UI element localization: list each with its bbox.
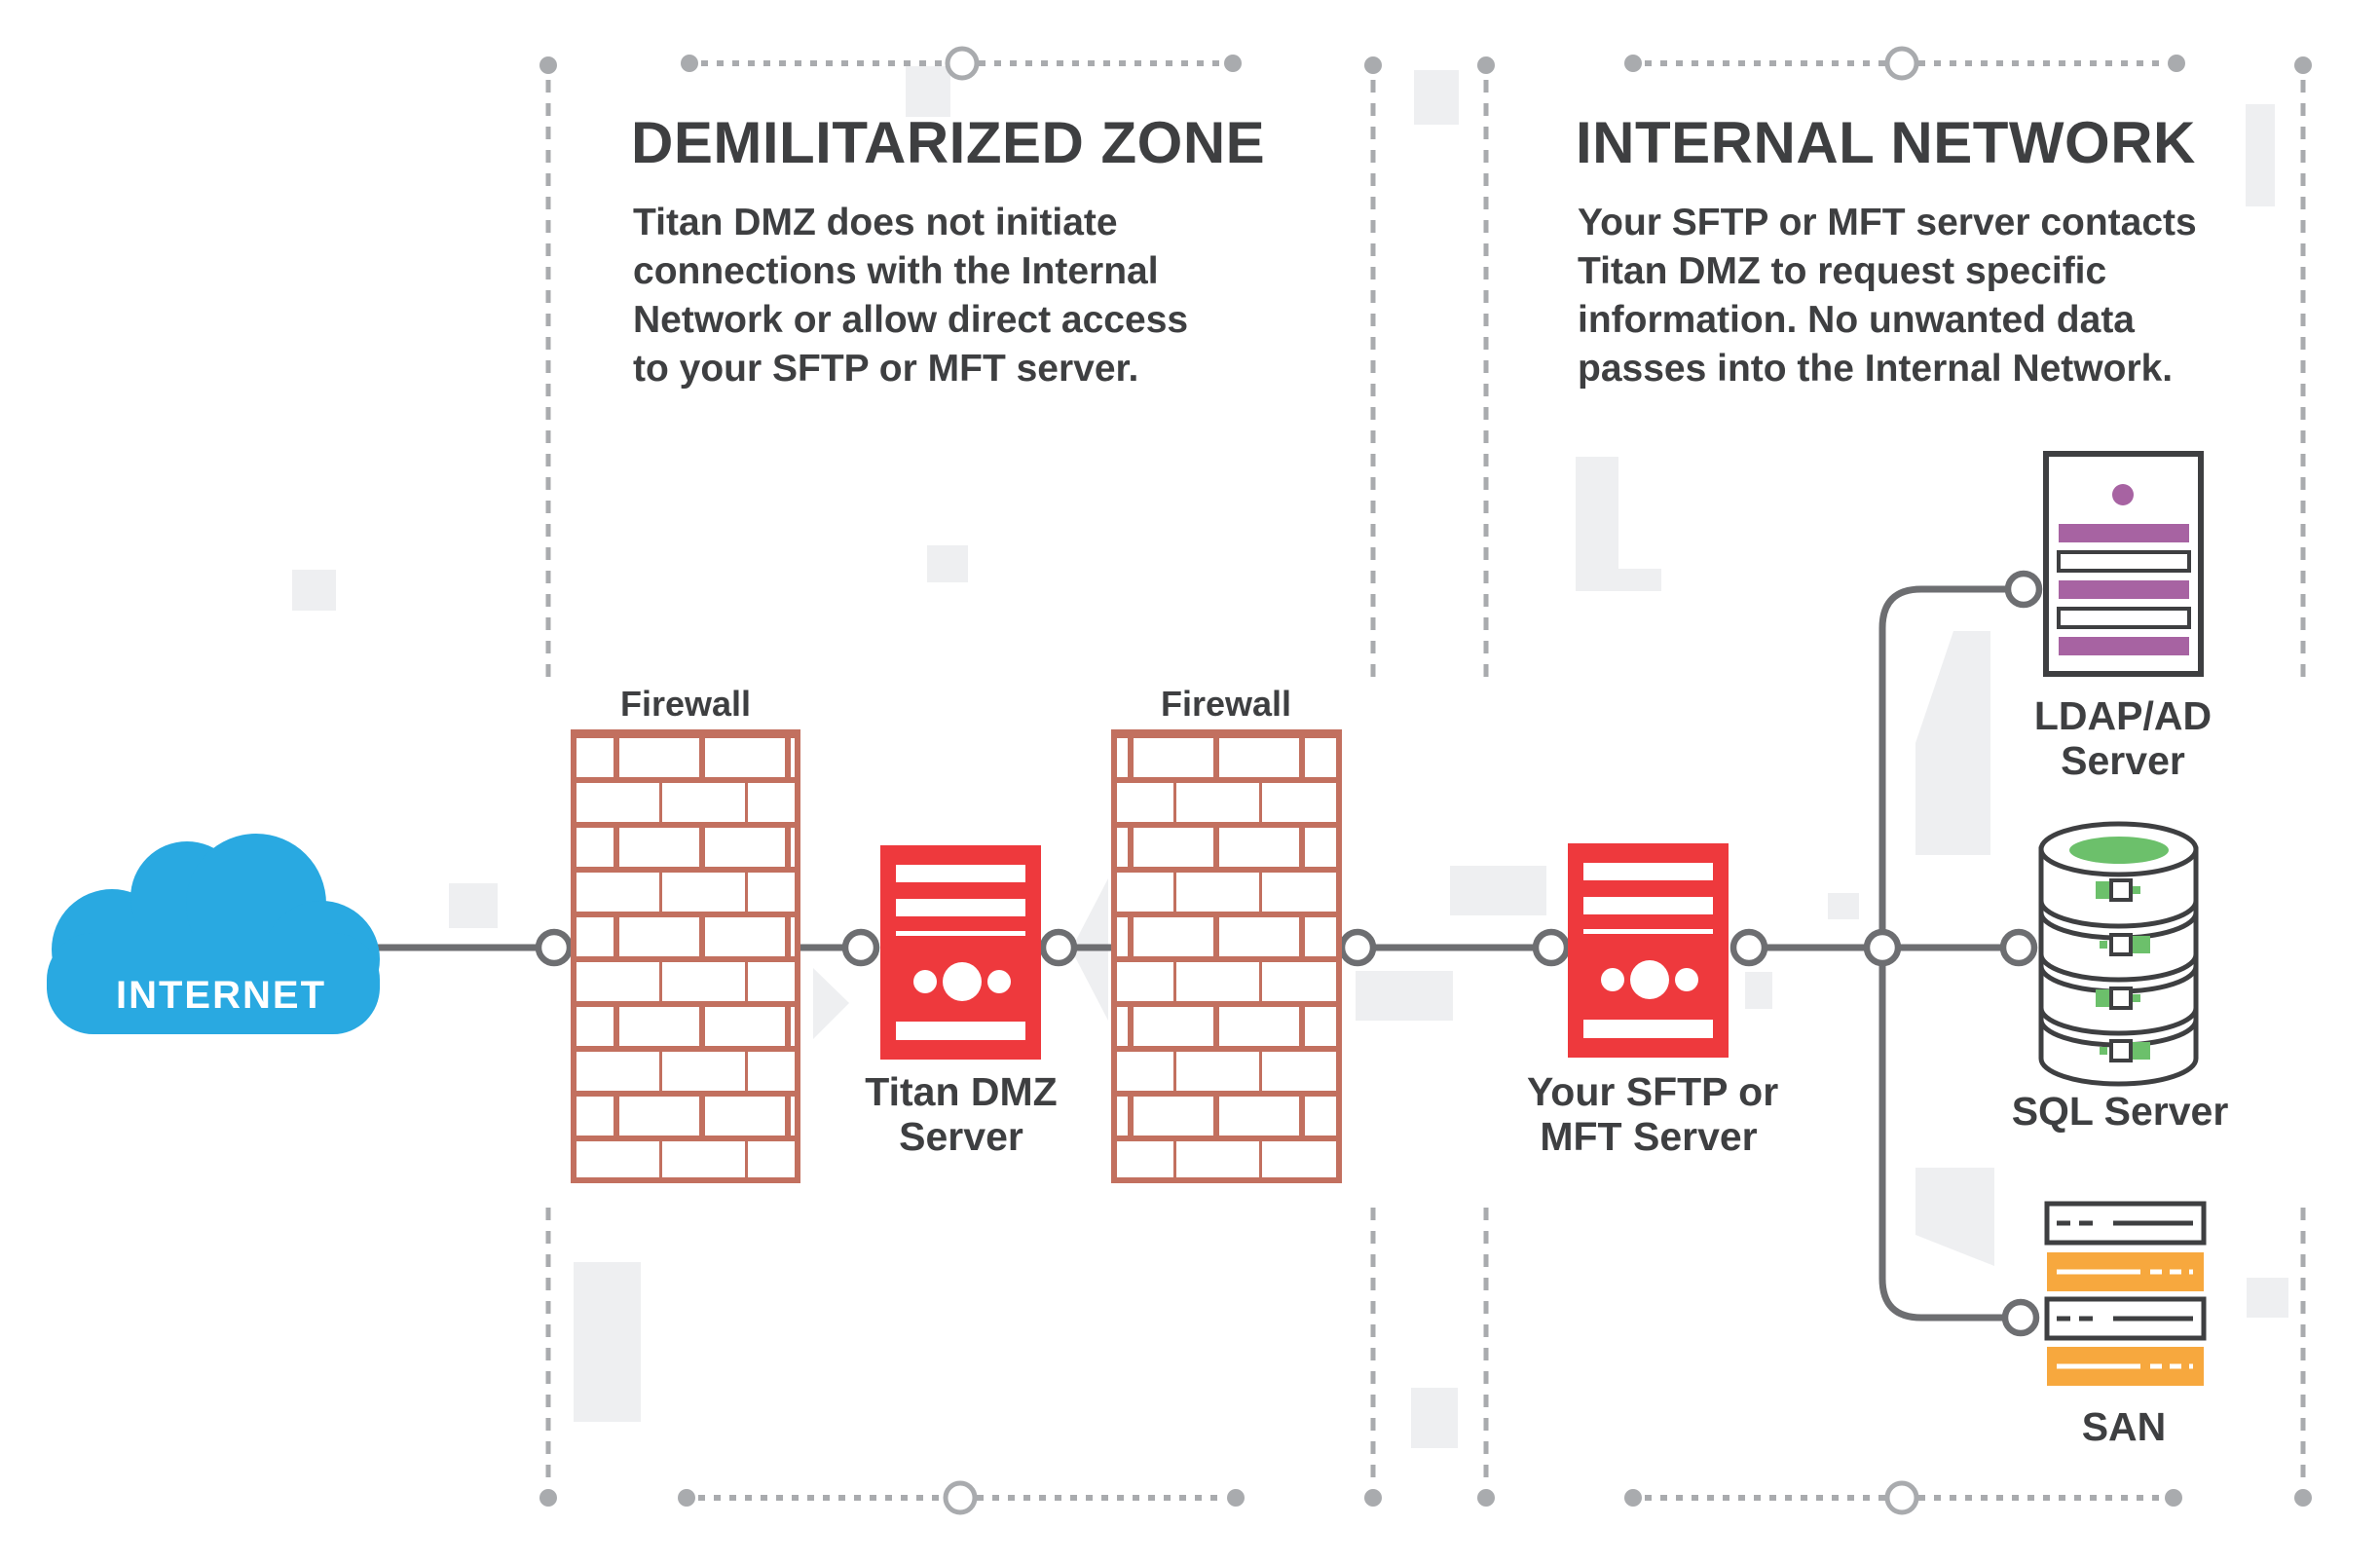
- internal-desc-line: Your SFTP or MFT server contacts: [1578, 202, 2197, 243]
- firewall-left-label: Firewall: [619, 684, 752, 724]
- titan-label-line: Server: [899, 1114, 1023, 1159]
- link-junction-ldap: [1878, 585, 2007, 931]
- titan-label-line: Titan DMZ: [865, 1069, 1058, 1114]
- dmz-desc-line: to your SFTP or MFT server.: [633, 348, 1139, 390]
- sql-server-database-icon: [2038, 821, 2199, 1087]
- internal-zone-description: Your SFTP or MFT server contacts Titan D…: [1578, 199, 2197, 393]
- right-arrow-watermark-icon: [813, 968, 849, 1039]
- internal-desc-line: passes into the Internal Network.: [1578, 348, 2174, 390]
- guide-midpoint-circles: [943, 46, 1919, 1515]
- sftp-label-line: MFT Server: [1540, 1114, 1758, 1159]
- connection-port-circles: [535, 570, 2043, 1337]
- titan-dmz-server-label: Titan DMZ Server: [864, 1069, 1059, 1159]
- dmz-desc-line: Titan DMZ does not initiate: [633, 202, 1118, 243]
- dmz-zone-description: Titan DMZ does not initiate connections …: [633, 199, 1188, 393]
- ldap-ad-server-label: LDAP/AD Server: [2026, 693, 2220, 783]
- zone-boundary-guides: [539, 46, 2312, 1515]
- sftp-mft-server-label: Your SFTP or MFT Server: [1527, 1069, 1779, 1159]
- internet-cloud-icon: [47, 834, 380, 1034]
- l-shape-watermark: [1576, 457, 1661, 591]
- sql-server-label: SQL Server: [2011, 1089, 2229, 1134]
- internal-desc-line: information. No unwanted data: [1578, 299, 2135, 341]
- ldap-ad-server-icon: [2043, 451, 2204, 677]
- background-watermark-shapes: [292, 66, 2288, 1448]
- dmz-zone-title: DEMILITARIZED ZONE: [631, 110, 1266, 175]
- dmz-desc-line: connections with the Internal: [633, 250, 1159, 292]
- sftp-mft-server-icon: [1568, 843, 1729, 1058]
- sftp-label-line: Your SFTP or: [1527, 1069, 1779, 1114]
- junction-circle: [1863, 928, 1902, 967]
- ldap-label-line: LDAP/AD: [2033, 693, 2213, 738]
- guide-end-dots: [539, 55, 2312, 1507]
- titan-dmz-server-icon: [880, 845, 1041, 1060]
- firewall-left-icon: [571, 729, 800, 1183]
- internet-label: INTERNET: [116, 974, 326, 1017]
- dmz-desc-line: Network or allow direct access: [633, 299, 1189, 341]
- internal-desc-line: Titan DMZ to request specific: [1578, 250, 2107, 292]
- san-storage-icon: [2044, 1201, 2207, 1386]
- horizontal-dotted-lines: [698, 60, 2165, 1501]
- vertical-dashed-lines: [545, 80, 2306, 1483]
- link-junction-san: [1878, 964, 2004, 1322]
- ldap-label-line: Server: [2061, 738, 2185, 783]
- connector-lines: [358, 585, 2007, 1322]
- firewall-right-label: Firewall: [1160, 684, 1292, 724]
- san-label: SAN: [2081, 1404, 2167, 1449]
- firewall-right-icon: [1111, 729, 1342, 1183]
- internal-zone-title: INTERNAL NETWORK: [1576, 110, 2196, 175]
